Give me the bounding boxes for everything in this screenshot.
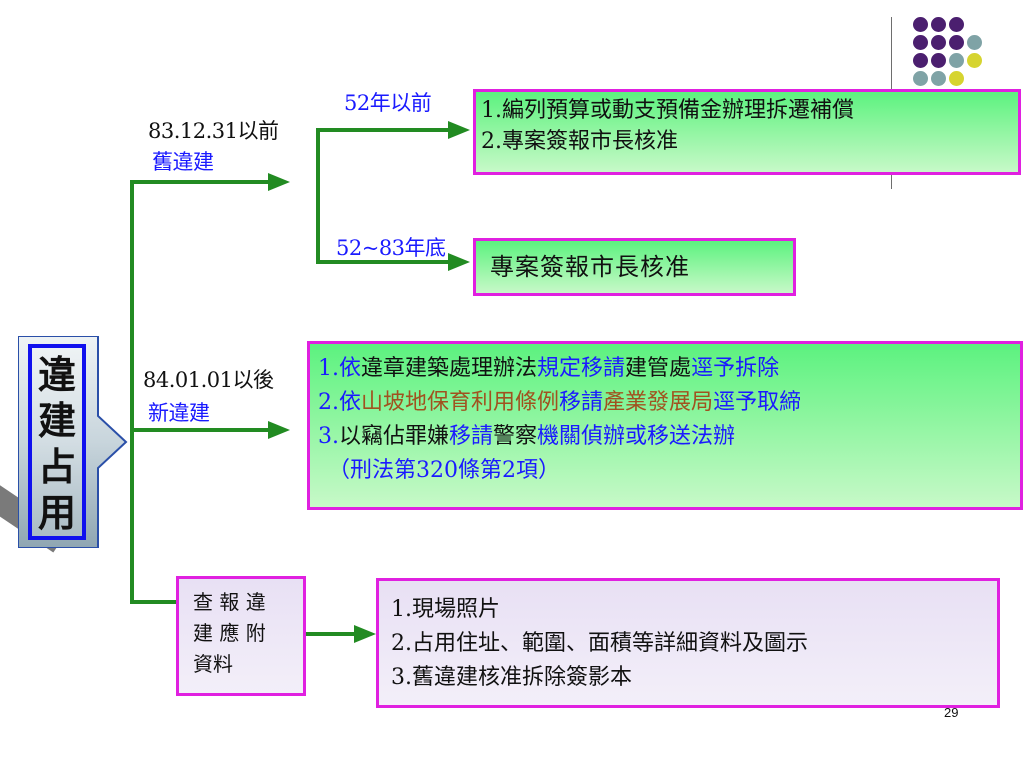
main-topic-char: 違 <box>37 352 76 397</box>
attachment-item: 1.現場照片 <box>391 597 500 622</box>
attachment-item: 2.占用住址、範圍、面積等詳細資料及圖示 <box>391 631 808 656</box>
main-topic-box: 違 建 占 用 <box>18 336 128 548</box>
split-top-line <box>316 128 450 132</box>
main-topic-char: 用 <box>37 490 76 535</box>
branch-report-line <box>130 600 176 604</box>
branch-new-date: 84.01.01以後 <box>143 368 274 392</box>
pre52-item: 2.專案簽報市長核准 <box>481 129 678 154</box>
main-topic-char: 占 <box>37 444 76 489</box>
split-vertical-line <box>316 128 320 264</box>
page-number: 29 <box>944 705 959 720</box>
report-line: 查 報 違 <box>193 590 266 614</box>
branch-new-line <box>130 428 270 432</box>
sub-pre52-label: 52年以前 <box>344 91 432 115</box>
52-83-item: 專案簽報市長核准 <box>490 253 690 281</box>
new-measure-line-4: （刑法第320條第2項） <box>328 458 560 483</box>
arrowhead-new <box>268 421 290 439</box>
attachment-item: 3.舊違建核准拆除簽影本 <box>391 665 632 690</box>
trunk-vertical-line <box>130 180 134 604</box>
report-requirements-box: 查 報 違 建 應 附 資料 <box>176 576 306 696</box>
pre52-measures-box: 1.編列預算或動支預備金辦理拆遷補償 2.專案簽報市長核准 <box>473 89 1021 175</box>
sub-52-83-label: 52~83年底 <box>336 236 446 260</box>
new-measure-line-2: 2.依山坡地保育利用條例移請產業發展局逕予取締 <box>318 390 802 415</box>
main-topic-char: 建 <box>37 398 76 443</box>
main-topic-arrow-shape <box>18 336 128 548</box>
new-measure-line-3: 3.以竊佔罪嫌移請警察機關偵辦或移送法辦 <box>318 424 736 449</box>
arrowhead-attach <box>354 625 376 643</box>
pre52-item: 1.編列預算或動支預備金辦理拆遷補償 <box>481 98 854 123</box>
main-topic-inner-frame: 違 建 占 用 <box>28 344 86 540</box>
branch-new-title: 新違建 <box>148 401 210 425</box>
arrowhead-old <box>268 173 290 191</box>
52-83-measures-box: 專案簽報市長核准 <box>473 238 796 296</box>
new-building-measures-box: 1.依違章建築處理辦法規定移請建管處逕予拆除 2.依山坡地保育利用條例移請產業發… <box>307 341 1023 510</box>
new-measure-line-1: 1.依違章建築處理辦法規定移請建管處逕予拆除 <box>318 356 780 381</box>
report-line: 建 應 附 <box>193 621 266 645</box>
report-line: 資料 <box>193 652 233 676</box>
split-bottom-line <box>316 260 450 264</box>
arrowhead-52-83 <box>448 253 470 271</box>
report-to-attach-line <box>306 632 356 636</box>
arrowhead-pre52 <box>448 121 470 139</box>
branch-old-title: 舊違建 <box>152 150 214 174</box>
attachment-list-box: 1.現場照片 2.占用住址、範圍、面積等詳細資料及圖示 3.舊違建核准拆除簽影本 <box>376 578 1000 708</box>
branch-old-date: 83.12.31以前 <box>148 119 279 143</box>
branch-old-line <box>130 180 270 184</box>
